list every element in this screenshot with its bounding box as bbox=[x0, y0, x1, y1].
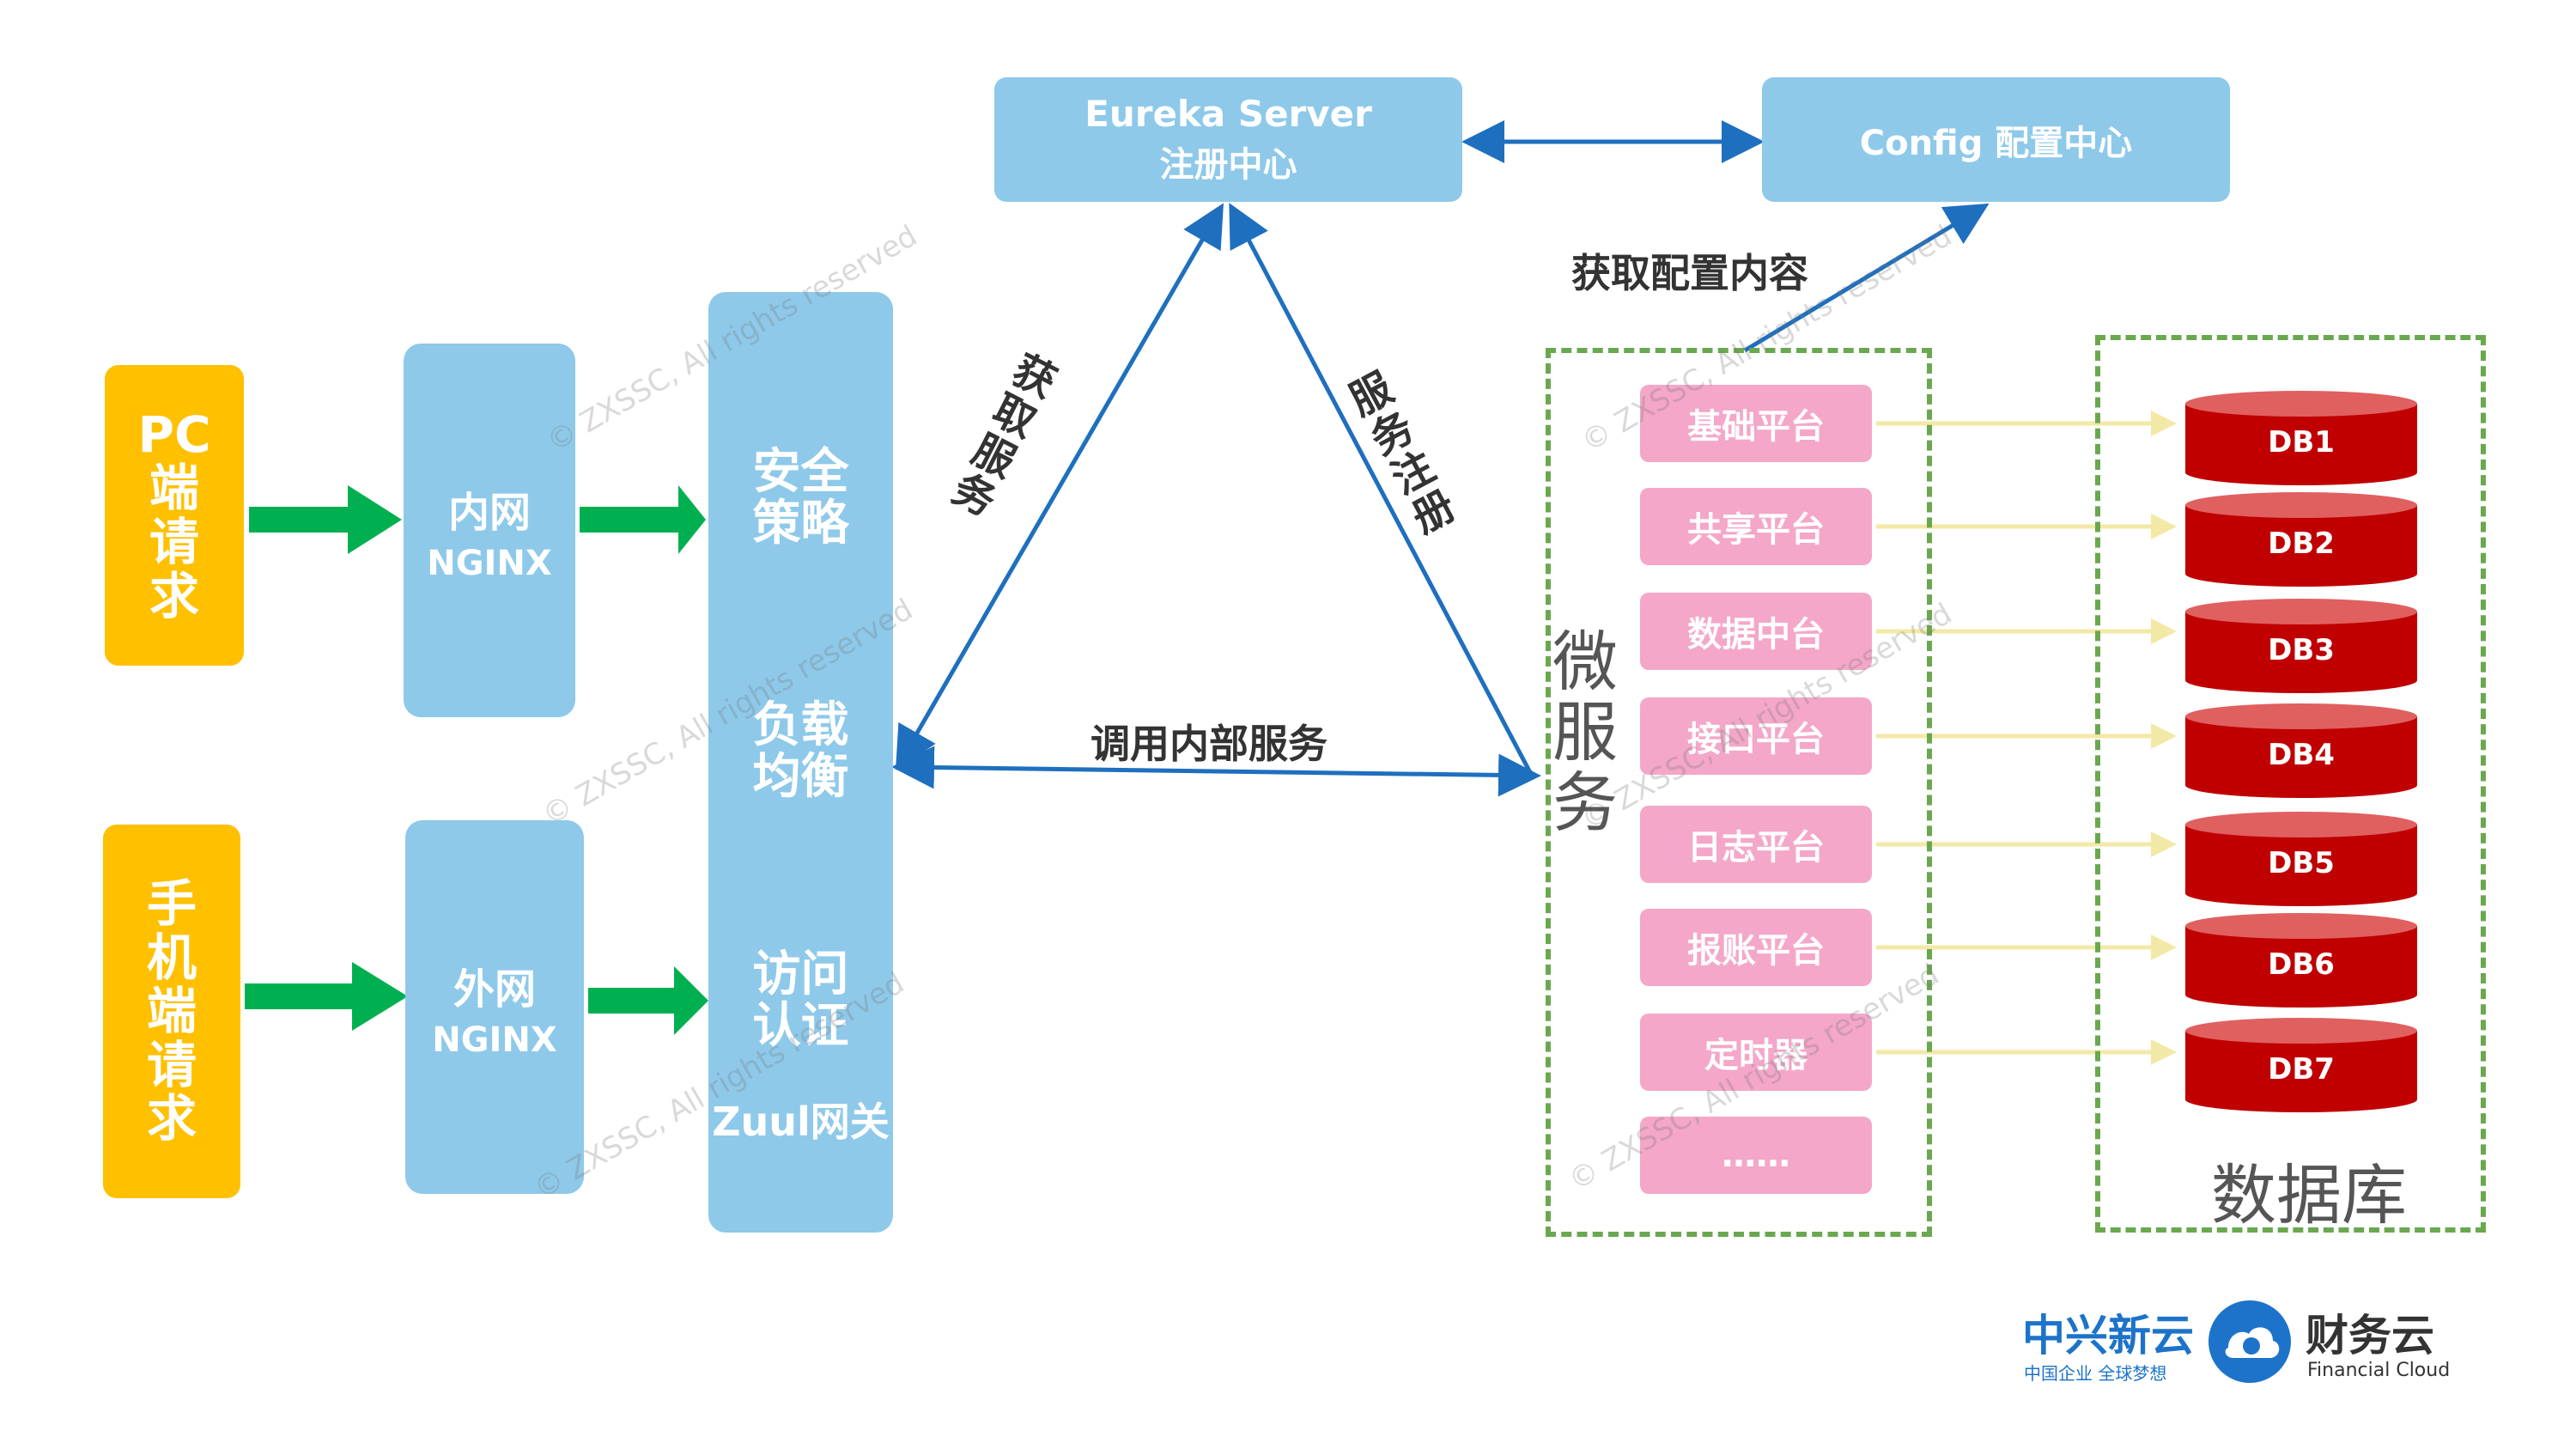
outer-nginx-box: 外网 NGINX bbox=[405, 820, 584, 1194]
arrow-get-config bbox=[1743, 203, 1990, 353]
pc-client-box: PC 端 请 求 bbox=[105, 365, 244, 666]
zuul-gateway-box: 安全 策略 负载 均衡 访问 认证 Zuul网关 bbox=[708, 292, 893, 1233]
database-title: 数据库 bbox=[2211, 1157, 2407, 1233]
gateway-auth: 访问 认证 bbox=[752, 947, 849, 1055]
inner-nginx-line2: NGINX bbox=[427, 543, 552, 583]
pc-client-label: PC 端 请 求 bbox=[137, 405, 211, 625]
database-cylinder: DB2 bbox=[2185, 492, 2417, 587]
eureka-line2: 注册中心 bbox=[1159, 145, 1297, 185]
green-arrow-inner-to-gateway bbox=[580, 485, 706, 554]
inner-nginx-box: 内网 NGINX bbox=[404, 344, 575, 717]
database-cylinder: DB1 bbox=[2185, 391, 2417, 485]
microservices-title: 微 服 务 bbox=[1552, 624, 1618, 842]
database-label: DB5 bbox=[2268, 846, 2335, 880]
database-cylinder: DB5 bbox=[2185, 812, 2417, 906]
eureka-line1: Eureka Server bbox=[1084, 93, 1372, 135]
database-label: DB2 bbox=[2268, 527, 2335, 561]
service-item: 报账平台 bbox=[1640, 909, 1872, 986]
mobile-client-label: 手 机 端 请 求 bbox=[146, 874, 197, 1148]
database-label: DB4 bbox=[2268, 738, 2335, 772]
logo: 中兴新云 中国企业 全球梦想 财务云 Financial Cloud bbox=[2022, 1300, 2451, 1396]
mobile-client-box: 手 机 端 请 求 bbox=[103, 825, 240, 1198]
service-item: 日志平台 bbox=[1640, 806, 1872, 883]
database-label: DB7 bbox=[2268, 1052, 2335, 1087]
arrow-call-internal bbox=[891, 746, 1541, 797]
gateway-security: 安全 策略 bbox=[752, 444, 849, 552]
green-arrow-outer-to-gateway bbox=[588, 966, 708, 1035]
logo-left-main: 中兴新云 bbox=[2022, 1311, 2194, 1361]
database-label: DB1 bbox=[2268, 425, 2335, 460]
logo-right-main: 财务云 bbox=[2306, 1311, 2434, 1361]
green-arrow-pc-to-inner bbox=[249, 485, 402, 554]
service-db-links bbox=[1876, 411, 2177, 1065]
service-item: 定时器 bbox=[1640, 1014, 1872, 1091]
config-label: Config 配置中心 bbox=[1859, 123, 2133, 163]
database-cylinder: DB6 bbox=[2185, 913, 2417, 1008]
config-center-box: Config 配置中心 bbox=[1762, 77, 2230, 202]
database-group bbox=[2095, 335, 2486, 1233]
cloud-icon bbox=[2208, 1300, 2291, 1383]
gateway-loadbalance: 负载 均衡 bbox=[752, 697, 849, 806]
label-get-config: 获取配置内容 bbox=[1571, 250, 1808, 296]
service-item: 共享平台 bbox=[1640, 488, 1872, 565]
eureka-server-box: Eureka Server 注册中心 bbox=[994, 77, 1462, 202]
green-arrow-mobile-to-outer bbox=[245, 962, 408, 1031]
service-item: 基础平台 bbox=[1640, 385, 1872, 462]
outer-nginx-line2: NGINX bbox=[432, 1020, 557, 1060]
outer-nginx-line1: 外网 bbox=[453, 965, 536, 1014]
arrow-register-service bbox=[1229, 203, 1535, 779]
inner-nginx-line1: 内网 bbox=[447, 488, 531, 537]
service-item: 接口平台 bbox=[1640, 697, 1872, 775]
label-call-internal: 调用内部服务 bbox=[1091, 721, 1327, 767]
service-item: 数据中台 bbox=[1640, 593, 1872, 670]
logo-left-sub: 中国企业 全球梦想 bbox=[2024, 1363, 2167, 1384]
logo-right-sub: Financial Cloud bbox=[2307, 1360, 2451, 1381]
service-item: …… bbox=[1640, 1117, 1872, 1194]
gateway-name: Zuul网关 bbox=[712, 1099, 890, 1145]
database-cylinder: DB3 bbox=[2185, 599, 2417, 693]
database-cylinder: DB7 bbox=[2185, 1018, 2417, 1112]
microservices-group bbox=[1546, 348, 1932, 1237]
database-cylinder: DB4 bbox=[2185, 703, 2417, 798]
database-label: DB6 bbox=[2268, 947, 2335, 982]
database-label: DB3 bbox=[2268, 633, 2335, 667]
arrow-get-service bbox=[895, 203, 1224, 770]
